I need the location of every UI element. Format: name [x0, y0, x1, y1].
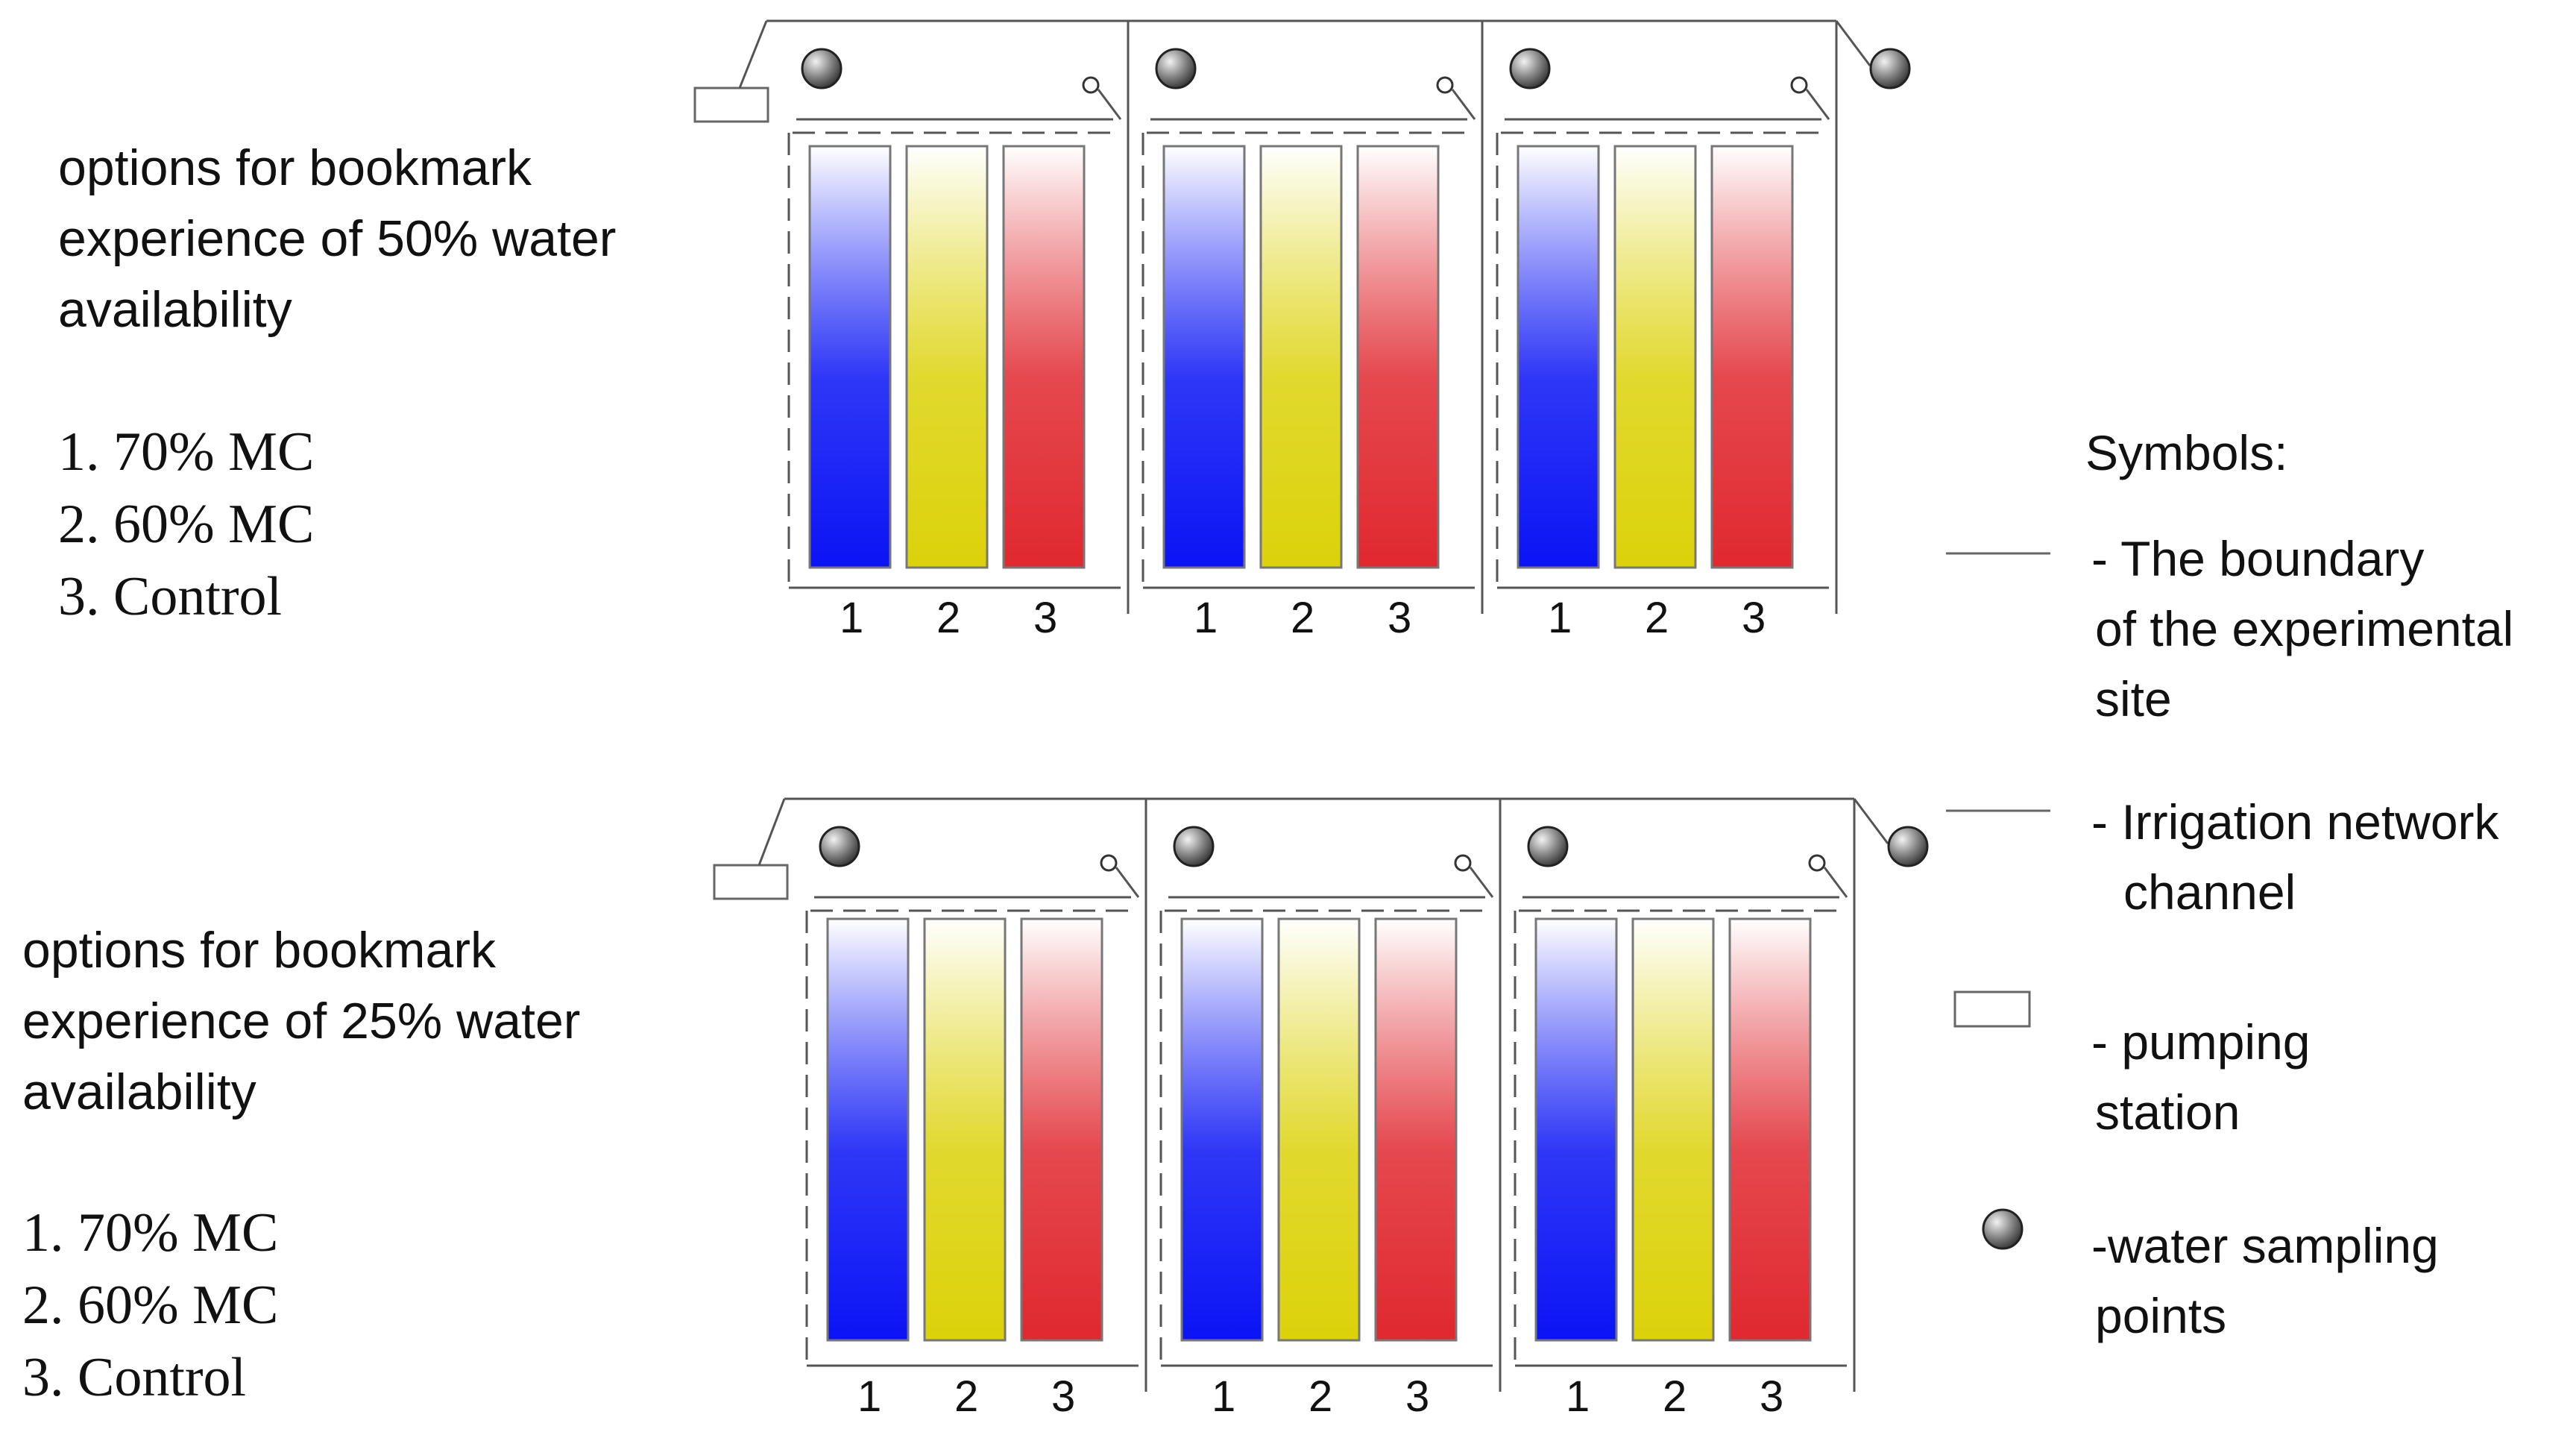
plot-number: 3 [1760, 1372, 1783, 1421]
plot-yellow [1259, 145, 1343, 569]
valve-icon [1436, 76, 1454, 94]
sampling-point-icon [1155, 48, 1197, 90]
option-label: 1. 70% MC [22, 1202, 278, 1263]
plot-blue [808, 145, 892, 569]
pump-connector [738, 20, 768, 89]
valve-icon [1082, 76, 1100, 94]
plot-number: 2 [1291, 594, 1314, 642]
caption-line: options for bookmark [22, 922, 497, 979]
legend-text: - pumping [2091, 1014, 2311, 1070]
legend-text: site [2095, 671, 2172, 726]
valve-icon [1100, 854, 1118, 872]
sampling-point-icon [819, 826, 860, 867]
legend-title: Symbols: [2085, 425, 2287, 480]
plot-yellow [1613, 145, 1697, 569]
boundary-line [1835, 20, 1871, 66]
plot-blue [1162, 145, 1246, 569]
legend-text: - The boundary [2091, 531, 2424, 586]
plot-blue [1534, 917, 1618, 1342]
sampling-point-icon [1869, 48, 1911, 90]
option-label: 3. Control [22, 1347, 246, 1408]
plot-red [1356, 145, 1440, 569]
valve-connector [1805, 89, 1830, 120]
valve-connector [1097, 89, 1122, 120]
plot-number: 2 [1309, 1372, 1332, 1421]
plot-red [1374, 917, 1458, 1342]
plot-number: 3 [1033, 594, 1057, 642]
plot-number: 1 [1212, 1372, 1235, 1421]
plot-number: 1 [1194, 594, 1218, 642]
site-diagram-2: options for bookmark experience of 25% wa… [22, 797, 1929, 1421]
option-label: 2. 60% MC [22, 1275, 278, 1336]
site-diagram-1: options for bookmark experience of 50% wa… [58, 19, 1911, 642]
plot-number: 2 [954, 1372, 978, 1421]
plot-number: 1 [857, 1372, 881, 1421]
sampling-point-icon [1173, 826, 1215, 867]
caption-line: availability [58, 281, 292, 338]
valve-connector [1451, 89, 1476, 120]
valve-icon [1790, 76, 1808, 94]
caption-line: availability [22, 1064, 256, 1120]
plot-blue [826, 917, 910, 1342]
plot-red [1002, 145, 1086, 569]
caption-line: experience of 25% water [22, 993, 580, 1049]
legend-text: channel [2123, 864, 2296, 920]
option-label: 1. 70% MC [58, 421, 314, 483]
option-label: 2. 60% MC [58, 494, 314, 555]
legend-text: station [2095, 1084, 2240, 1140]
sampling-point-icon [1527, 826, 1569, 867]
legend: Symbols: - The boundary of the experimenta… [1946, 425, 2513, 1343]
legend-text: -water sampling [2091, 1218, 2439, 1273]
legend-text: of the experimental [2095, 601, 2513, 656]
plot-yellow [1631, 917, 1715, 1342]
caption-line: options for bookmark [58, 139, 532, 196]
sampling-point-icon [1887, 826, 1929, 867]
valve-connector [1823, 867, 1848, 898]
sampling-point-icon [1982, 1208, 2024, 1250]
pumping-station [713, 864, 789, 900]
plot-number: 2 [1663, 1372, 1687, 1421]
sampling-point-icon [801, 48, 843, 90]
plot-yellow [905, 145, 989, 569]
legend-text: points [2095, 1288, 2226, 1343]
valve-icon [1808, 854, 1826, 872]
valve-icon [1454, 854, 1472, 872]
pump-connector [758, 798, 786, 866]
plot-number: 3 [1405, 1372, 1429, 1421]
plot-number: 3 [1742, 594, 1766, 642]
plot-blue [1180, 917, 1264, 1342]
plot-red [1710, 145, 1794, 569]
plot-number: 1 [1566, 1372, 1590, 1421]
caption-line: experience of 50% water [58, 210, 616, 267]
plot-number: 3 [1051, 1372, 1075, 1421]
plot-number: 2 [1645, 594, 1669, 642]
plot-yellow [1277, 917, 1361, 1342]
boundary-line [1853, 798, 1889, 844]
plot-number: 2 [936, 594, 960, 642]
valve-connector [1115, 867, 1140, 898]
plot-number: 3 [1388, 594, 1411, 642]
option-label: 3. Control [58, 566, 282, 627]
sampling-point-icon [1509, 48, 1551, 90]
pumping-station [693, 87, 769, 123]
plot-red [1728, 917, 1812, 1342]
plot-blue [1517, 145, 1600, 569]
plot-number: 1 [840, 594, 863, 642]
plot-number: 1 [1548, 594, 1572, 642]
valve-connector [1469, 867, 1494, 898]
plot-yellow [923, 917, 1007, 1342]
plot-red [1020, 917, 1103, 1342]
legend-text: - Irrigation network [2091, 794, 2500, 850]
pumping-station-symbol [1953, 990, 2031, 1028]
